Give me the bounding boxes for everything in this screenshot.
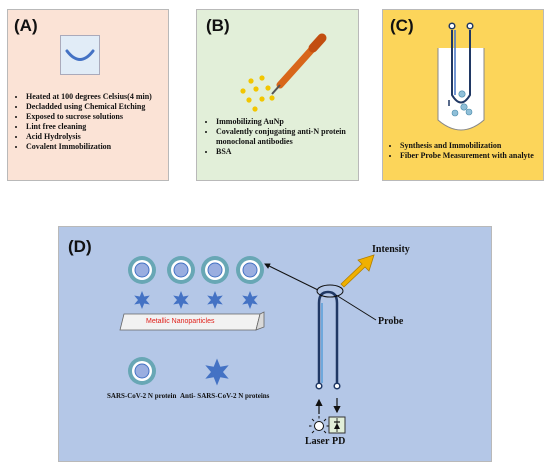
intensity-label: Intensity — [372, 244, 410, 255]
panel-a-bullet: Exposed to sucrose solutions — [26, 112, 178, 122]
panel-c-bullet: Fiber Probe Measurement with analyte — [400, 151, 550, 161]
panel-c-label: (C) — [390, 16, 414, 35]
panel-b-label: (B) — [206, 16, 230, 35]
legend-antibody-label: Anti- SARS-CoV-2 N proteins — [180, 392, 270, 400]
panel-c-bullets: Synthesis and Immobilization Fiber Probe… — [388, 141, 550, 161]
dropper-icon — [271, 33, 327, 95]
panel-b — [196, 9, 359, 181]
panel-b-bullet: BSA — [216, 147, 366, 157]
antibodies — [134, 291, 258, 309]
substrate-label: Metallic Nanoparticles — [146, 318, 215, 325]
laser-bulb-icon — [309, 416, 329, 434]
panel-a-bullet: Decladded using Chemical Etching — [26, 102, 178, 112]
panel-b-bullets: Immobilizing AuNp Covalently conjugating… — [204, 117, 366, 157]
probe-to-particles-arrow — [264, 263, 319, 291]
panel-a-bullet: Covalent Immobilization — [26, 142, 178, 152]
test-tube-icon — [437, 22, 485, 131]
probe-label: Probe — [378, 316, 404, 327]
substrate-slab — [119, 311, 265, 331]
legend-virus-icon — [127, 356, 157, 386]
panel-a-bullet: Heated at 100 degrees Celsius(4 min) — [26, 92, 178, 102]
virus-particles — [127, 255, 265, 285]
legend-virus-label: SARS-CoV-2 N protein — [107, 392, 177, 400]
panel-a-sample-box — [60, 35, 100, 75]
u-fiber-icon — [65, 49, 95, 61]
panel-a-bullets: Heated at 100 degrees Celsius(4 min) Dec… — [14, 92, 178, 152]
panel-a-bullet: Acid Hydrolysis — [26, 132, 178, 142]
fiber-probe — [315, 284, 344, 390]
legend-antibody-icon — [205, 358, 229, 386]
panel-b-bullet: Immobilizing AuNp — [216, 117, 366, 127]
panel-b-bullet: Covalently conjugating anti-N protein mo… — [216, 127, 366, 147]
probe-label-line — [335, 294, 377, 321]
panel-d-label: (D) — [68, 237, 92, 256]
intensity-arrow — [340, 254, 375, 288]
gold-nanoparticle-droplets — [240, 75, 275, 112]
laser-label: Laser — [305, 436, 330, 447]
panel-a-bullet: Lint free cleaning — [26, 122, 178, 132]
pd-label: PD — [332, 436, 346, 447]
panel-c-bullet: Synthesis and Immobilization — [400, 141, 550, 151]
panel-a-label: (A) — [14, 16, 38, 35]
photodetector-icon — [328, 416, 346, 434]
